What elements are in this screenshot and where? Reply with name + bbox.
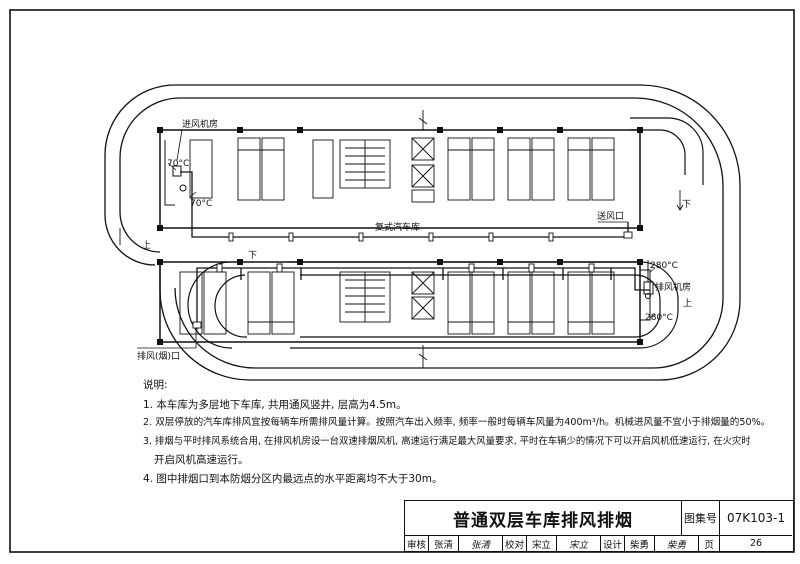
exhaust-room-label: 排风机房: [655, 281, 691, 293]
design-signature: 柴勇: [655, 536, 699, 551]
notes-section: 说明: 1. 本车库为多层地下车库, 共用通风竖井, 层高为4.5m。 2. 双…: [143, 376, 771, 488]
check-signature: 宋立: [557, 536, 601, 551]
review-name: 张清: [429, 536, 459, 551]
notes-heading: 说明:: [143, 379, 168, 391]
drawing-title: 普通双层车库排风排烟: [405, 501, 682, 536]
design-label: 设计: [601, 536, 625, 551]
temp-label-280c-a: 280°C: [650, 261, 678, 271]
note-item: 3. 排烟与平时排风系统合用, 在排风机房设一台双速排烟风机, 高速运行满足最大…: [143, 435, 751, 447]
check-name: 宋立: [527, 536, 557, 551]
note-item: 2. 双层停放的汽车库排风宜按每辆车所需排风量计算。按照汽车出入频率, 频率一般…: [143, 417, 771, 428]
building-outline: [159, 129, 641, 343]
page-label: 页: [699, 536, 720, 551]
exhaust-duct: [196, 267, 650, 330]
sheet-border: [9, 9, 795, 553]
supply-diffusers: [228, 231, 633, 242]
garage-center-label: 复式汽车库: [375, 221, 420, 233]
core-bottom: [339, 271, 435, 368]
inner-ramp: [187, 117, 704, 349]
review-label: 审核: [405, 536, 429, 551]
note-item: 开启风机高速运行。: [154, 454, 249, 466]
fan-rooms: [164, 140, 654, 321]
page-number: 26: [749, 538, 763, 549]
ramp-down-right-label: 下: [682, 200, 691, 210]
intake-port-label: 送风口: [597, 210, 624, 222]
leader-lines: [137, 129, 656, 349]
note-item: 4. 图中排烟口到本防烟分区内最远点的水平距离均不大于30m。: [143, 472, 443, 485]
ramp-up-left-label: 上: [142, 240, 151, 251]
exhaust-outlet-label: 排风(烟)口: [137, 350, 180, 362]
design-name: 柴勇: [625, 536, 655, 551]
exhaust-grilles: [192, 263, 595, 329]
temp-label-280c-b: 280°C: [645, 313, 673, 323]
ramp-up-right-label: 上: [683, 298, 692, 309]
temp-label-70c-a: 70°C: [167, 159, 189, 169]
check-label: 校对: [503, 536, 527, 551]
ramp-arrows: [119, 190, 684, 245]
review-signature: 张清: [459, 536, 503, 551]
parking-bays-bottom: [179, 271, 615, 335]
parking-bays-top: [189, 137, 615, 201]
intake-room-label: 进风机房: [182, 118, 218, 130]
title-block: 普通双层车库排风排烟 图集号 07K103-1 审核 张清 张清 校对 宋立 宋…: [404, 500, 794, 552]
note-item: 1. 本车库为多层地下车库, 共用通风竖井, 层高为4.5m。: [143, 398, 407, 411]
outer-ramp: [104, 84, 741, 381]
core-top: [339, 110, 435, 203]
atlas-no-value: 07K103-1: [720, 501, 792, 536]
temp-label-70c-b: 70°C: [190, 199, 212, 209]
atlas-no-label: 图集号: [682, 501, 720, 536]
ramp-down-top-label: 下: [248, 251, 257, 261]
title-block-signature-row: 审核 张清 张清 校对 宋立 宋立 设计 柴勇 柴勇 页 26: [405, 536, 792, 551]
